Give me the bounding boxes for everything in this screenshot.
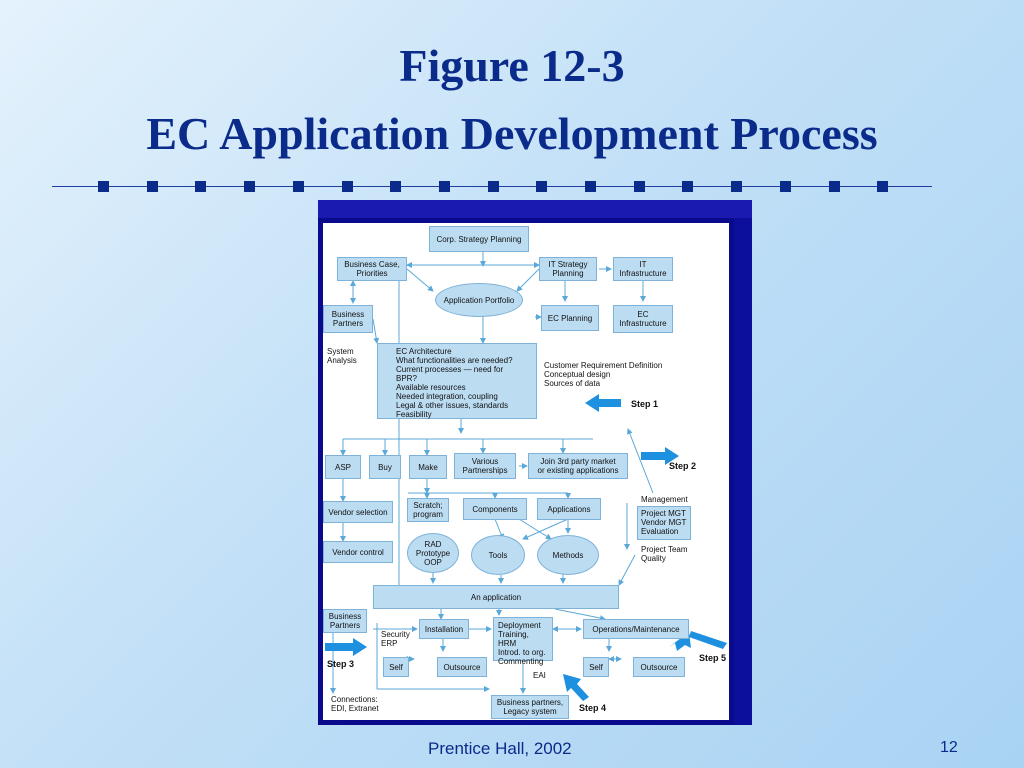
divider-square xyxy=(438,181,450,192)
divider-square xyxy=(487,181,499,192)
diagram-connectors xyxy=(325,252,727,701)
divider-square xyxy=(341,181,353,192)
divider-square xyxy=(536,181,548,192)
step1-arrow xyxy=(585,394,621,412)
self-right-box: Self xyxy=(583,657,609,677)
divider-square xyxy=(146,181,158,192)
components-box: Components xyxy=(463,498,527,520)
vendor-selection-box: Vendor selection xyxy=(323,501,393,523)
make-box: Make xyxy=(409,455,447,479)
divider-square xyxy=(390,181,402,192)
self-left-box: Self xyxy=(383,657,409,677)
it-strategy-box: IT Strategy Planning xyxy=(539,257,597,281)
divider-square xyxy=(585,181,596,192)
step1-label: Step 1 xyxy=(631,399,659,409)
step3-label: Step 3 xyxy=(327,659,355,669)
eai-label: EAI xyxy=(533,671,546,680)
divider-square xyxy=(244,181,256,192)
business-partners-bottom-box: Business Partners xyxy=(323,609,367,633)
business-case-box: Business Case, Priorities xyxy=(337,257,407,281)
outsource-left-box: Outsource xyxy=(437,657,487,677)
step2-arrow xyxy=(641,447,679,465)
scratch-program-box: Scratch; program xyxy=(407,498,449,522)
divider-square xyxy=(877,181,889,192)
figure-frame-side xyxy=(734,200,752,725)
security-erp-label: Security ERP xyxy=(381,630,410,648)
rad-ellipse: RAD Prototype OOP xyxy=(407,533,459,573)
business-partners-top-box: Business Partners xyxy=(323,305,373,333)
step4-label: Step 4 xyxy=(579,703,607,713)
diagram-canvas: Corp. Strategy Planning Business Case, P… xyxy=(323,223,729,720)
corp-strategy-box: Corp. Strategy Planning xyxy=(429,226,529,252)
slide-title: Figure 12-3 xyxy=(399,40,625,91)
footer-publisher: Prentice Hall, 2002 xyxy=(428,739,572,758)
management-label: Management xyxy=(641,495,688,504)
figure-frame-top xyxy=(318,200,752,218)
outsource-right-box: Outsource xyxy=(633,657,685,677)
methods-ellipse: Methods xyxy=(537,535,599,575)
installation-box: Installation xyxy=(419,619,469,639)
project-mgt-box: Project MGT Vendor MGT Evaluation xyxy=(637,506,691,540)
connections-label: Connections: EDI, Extranet xyxy=(331,695,379,713)
operations-maintenance-box: Operations/Maintenance xyxy=(583,619,689,639)
business-legacy-box: Business partners, Legacy system xyxy=(491,695,569,719)
asp-box: ASP xyxy=(325,455,361,479)
ec-architecture-box: EC Architecture What functionalities are… xyxy=(377,343,537,419)
system-analysis-label: System Analysis xyxy=(327,347,357,365)
slide-number: 12 xyxy=(940,739,958,756)
divider-square xyxy=(195,181,207,192)
divider-square xyxy=(633,181,645,192)
step2-label: Step 2 xyxy=(669,461,697,471)
divider-square xyxy=(828,181,840,192)
step5-label: Step 5 xyxy=(699,653,727,663)
vendor-control-box: Vendor control xyxy=(323,541,393,563)
divider-square xyxy=(682,181,694,192)
step4-arrow xyxy=(563,674,589,701)
applications-box: Applications xyxy=(537,498,601,520)
ec-planning-box: EC Planning xyxy=(541,305,599,331)
join-3rd-party-box: Join 3rd party market or existing applic… xyxy=(528,453,628,479)
various-partnerships-box: Various Partnerships xyxy=(454,453,516,479)
application-portfolio-ellipse: Application Portfolio xyxy=(435,283,523,317)
an-application-box: An application xyxy=(373,585,619,609)
step3-arrow xyxy=(325,638,367,656)
ec-infrastructure-box: EC Infrastructure xyxy=(613,305,673,333)
deployment-box: Deployment Training, HRM Introd. to org.… xyxy=(493,617,553,666)
slide-subtitle: EC Application Development Process xyxy=(146,108,878,159)
divider-square xyxy=(292,181,304,192)
divider-square xyxy=(98,181,109,192)
tools-ellipse: Tools xyxy=(471,535,525,575)
customer-requirements-label: Customer Requirement Definition Conceptu… xyxy=(544,361,663,388)
it-infrastructure-box: IT Infrastructure xyxy=(613,257,673,281)
buy-box: Buy xyxy=(369,455,401,479)
divider-square xyxy=(731,181,743,192)
project-team-label: Project Team Quality xyxy=(641,545,688,563)
divider-square xyxy=(779,181,791,192)
